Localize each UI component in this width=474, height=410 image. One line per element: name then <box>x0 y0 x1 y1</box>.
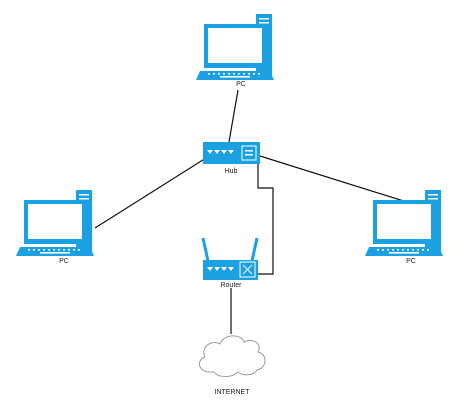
link-hub-pc-right <box>259 155 411 204</box>
internet: INTERNET <box>198 335 266 396</box>
internet-label: INTERNET <box>215 389 251 396</box>
desktop-computer-icon <box>196 14 274 80</box>
hub-label: Hub <box>225 168 238 175</box>
pc-top-label: PC <box>236 81 246 88</box>
link-hub-router <box>256 164 274 275</box>
desktop-computer-icon <box>365 190 443 256</box>
router: Router <box>201 237 259 289</box>
wireless-router-icon <box>201 237 259 280</box>
pc-top: PC <box>196 14 274 88</box>
cloud-icon <box>198 335 266 377</box>
hub-icon <box>203 142 260 164</box>
pc-right: PC <box>365 190 443 265</box>
desktop-computer-icon <box>16 190 94 256</box>
pc-left-label: PC <box>59 258 69 265</box>
router-label: Router <box>220 282 242 289</box>
pc-left: PC <box>16 190 94 265</box>
link-pc-top-hub <box>228 89 239 143</box>
pc-right-label: PC <box>406 258 416 265</box>
link-hub-pc-left <box>94 157 207 229</box>
hub: Hub <box>203 142 260 175</box>
